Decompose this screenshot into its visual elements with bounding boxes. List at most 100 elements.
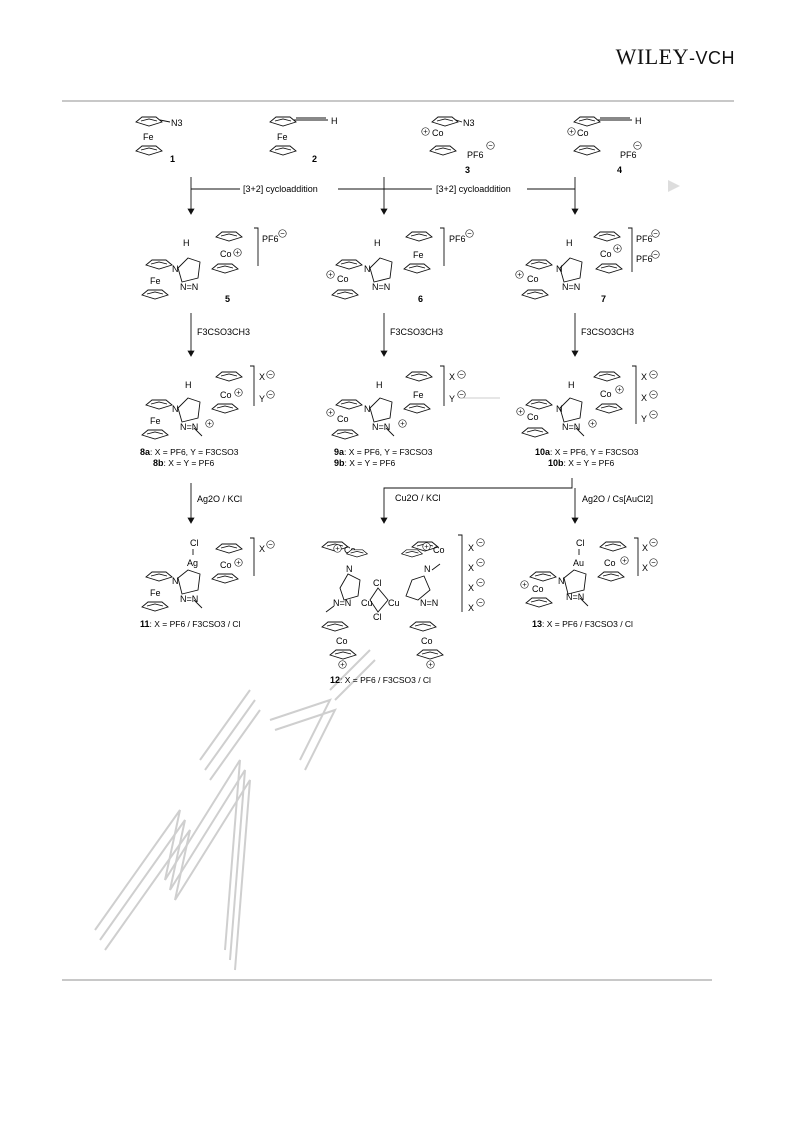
compound-number: 10a	[535, 447, 551, 457]
metal-label: Fe	[143, 132, 154, 142]
compound-number: 7	[601, 294, 606, 304]
reagent-label: Ag2O / KCl	[197, 494, 242, 504]
metal-label: Fe	[150, 588, 161, 598]
counterion-label: PF6	[636, 254, 653, 264]
reagent-label: F3CSO3CH3	[581, 327, 634, 337]
compound-number: 10b	[548, 458, 564, 468]
svg-text:13: X = PF6 / F3CSO3 / Cl: 13: X = PF6 / F3CSO3 / Cl	[532, 619, 633, 629]
atom-label: N	[556, 264, 563, 274]
compound-number: 12	[330, 675, 340, 685]
metal-label: Cu	[388, 598, 400, 608]
atom-label: H	[566, 238, 573, 248]
compound-10: Co H N N=N Co X X Y 10a: X = PF6, Y = F3…	[516, 365, 658, 468]
atom-label: N	[346, 564, 353, 574]
compound-3: N3 Co PF6 3	[421, 116, 495, 175]
bottom-rule	[62, 979, 712, 981]
top-rule	[62, 100, 734, 102]
counterion-label: X	[259, 544, 265, 554]
substituent-label: H	[635, 116, 642, 126]
metal-label: Co	[527, 412, 539, 422]
compound-13: Cl Au Co N N=N Co X X 13: X = PF6 / F3CS…	[520, 537, 658, 629]
metal-label: Co	[220, 560, 232, 570]
compound-caption: : X = Y = PF6	[564, 458, 615, 468]
substituent-label: H	[331, 116, 338, 126]
compound-caption: : X = PF6, Y = F3CSO3	[550, 447, 639, 457]
atom-label: N	[556, 404, 563, 414]
compound-number: 9a	[334, 447, 345, 457]
metal-label: Co	[600, 249, 612, 259]
publisher-logo: WILEY-VCH	[616, 44, 735, 70]
metal-label: Fe	[413, 390, 424, 400]
atom-label: N	[172, 404, 179, 414]
atom-label: Cl	[373, 612, 382, 622]
counterion-label: X	[641, 393, 647, 403]
publisher-name: WILEY	[615, 44, 689, 69]
metal-label: Co	[527, 274, 539, 284]
svg-text:N=N: N=N	[566, 592, 584, 602]
reagent-label: [3+2] cycloaddition	[436, 184, 511, 194]
svg-text:8b: X = Y = PF6: 8b: X = Y = PF6	[153, 458, 215, 468]
compound-number: 8a	[140, 447, 151, 457]
counterion-label: X	[468, 583, 474, 593]
atom-label: H	[183, 238, 190, 248]
reagent-label: Cu2O / KCl	[395, 493, 441, 503]
counterion-label: X	[641, 372, 647, 382]
counterion-label: X	[468, 563, 474, 573]
counterion-label: X	[259, 372, 265, 382]
compound-caption: : X = Y = PF6	[164, 458, 215, 468]
compound-number: 8b	[153, 458, 164, 468]
page-turn-icon	[668, 180, 680, 192]
compound-caption: : X = PF6 / F3CSO3 / Cl	[150, 619, 241, 629]
compound-number: 4	[617, 165, 622, 175]
compound-8: Co H N N=N Fe X Y 8a: X = PF6, Y = F3CSO…	[140, 365, 275, 468]
reagent-label: [3+2] cycloaddition	[243, 184, 318, 194]
metal-label: Co	[337, 414, 349, 424]
metal-label: Fe	[277, 132, 288, 142]
svg-text:N=N: N=N	[372, 282, 390, 292]
counterion-label: PF6	[620, 150, 637, 160]
compound-9: Fe H N N=N Co X Y 9a: X = PF6, Y = F3CSO…	[326, 365, 500, 468]
compound-2: H Fe 2	[269, 116, 338, 164]
metal-label: Fe	[150, 416, 161, 426]
svg-text:N=N: N=N	[562, 282, 580, 292]
counterion-label: Y	[449, 394, 455, 404]
publisher-suffix: -VCH	[689, 48, 735, 68]
atom-label: N	[364, 264, 371, 274]
compound-5: Co H N N=N Fe PF6 5	[141, 227, 287, 304]
metal-label: Co	[220, 249, 232, 259]
metalation-arrows: Ag2O / KCl Cu2O / KCl Ag2O / Cs[AuCl2]	[187, 478, 653, 524]
atom-label: N	[172, 576, 179, 586]
compound-number: 1	[170, 154, 175, 164]
metal-label: Co	[604, 558, 616, 568]
svg-text:9a: X = PF6, Y = F3CSO3: 9a: X = PF6, Y = F3CSO3	[334, 447, 433, 457]
metal-label: Co	[433, 545, 445, 555]
counterion-label: X	[468, 603, 474, 613]
metal-label: Co	[600, 389, 612, 399]
compound-1: N3 Fe 1	[135, 116, 183, 164]
compound-caption: : X = PF6 / F3CSO3 / Cl	[542, 619, 633, 629]
counterion-label: PF6	[467, 150, 484, 160]
svg-text:N=N: N=N	[562, 422, 580, 432]
counterion-label: X	[449, 372, 455, 382]
svg-text:12: X = PF6 / F3CSO3 / Cl: 12: X = PF6 / F3CSO3 / Cl	[330, 675, 431, 685]
methylation-arrows: F3CSO3CH3 F3CSO3CH3 F3CSO3CH3	[187, 313, 634, 357]
atom-label: H	[568, 380, 575, 390]
atom-label: H	[374, 238, 381, 248]
reagent-label: F3CSO3CH3	[197, 327, 250, 337]
compound-number: 6	[418, 294, 423, 304]
atom-label: N	[558, 576, 565, 586]
metal-label: Co	[337, 274, 349, 284]
svg-text:8a: X = PF6, Y = F3CSO3: 8a: X = PF6, Y = F3CSO3	[140, 447, 239, 457]
atom-label: Cl	[576, 538, 585, 548]
metal-label: Fe	[413, 250, 424, 260]
metal-label: Co	[336, 636, 348, 646]
atom-label: Cl	[190, 538, 199, 548]
metal-label: Co	[577, 128, 589, 138]
svg-text:N=N: N=N	[180, 594, 198, 604]
compound-number: 3	[465, 165, 470, 175]
atom-label: N	[424, 564, 431, 574]
metal-label: Co	[344, 545, 356, 555]
substituent-label: N3	[171, 118, 183, 128]
svg-text:N=N: N=N	[372, 422, 390, 432]
compound-11: Cl Ag Co N N=N Fe X 11: X = PF6 / F3CSO3…	[140, 537, 275, 629]
